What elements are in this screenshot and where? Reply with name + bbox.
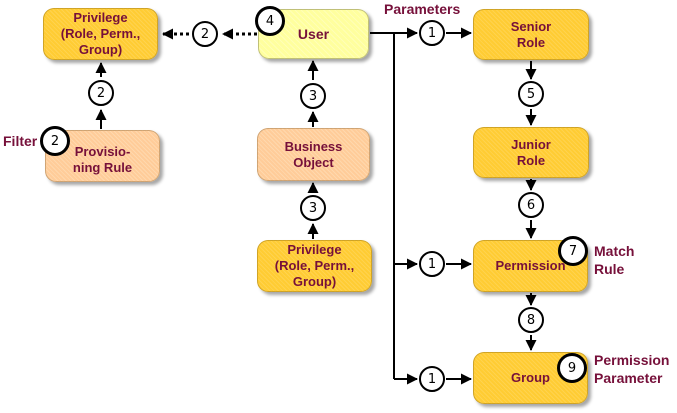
label-permission-parameter-line: Parameter — [594, 370, 663, 386]
badge-junior-to-permission-6: 6 — [518, 192, 544, 218]
badge-user-4: 4 — [255, 6, 285, 36]
node-junior-role-label: Junior — [511, 136, 551, 152]
badge-user-to-senior-1: 1 — [419, 20, 445, 46]
node-privilege-top-label: Group) — [78, 42, 123, 57]
badge-permission-to-group-8: 8 — [518, 307, 544, 333]
badge-user-to-privilege-2: 2 — [192, 21, 218, 47]
label-match-rule-line: Rule — [594, 261, 625, 277]
label-permission-parameter-line: Permission — [594, 352, 670, 368]
label-match-rule-line: Match — [594, 243, 635, 259]
badge-senior-to-junior-5: 5 — [518, 81, 544, 107]
node-junior-role: Junior Role — [473, 127, 589, 178]
badge-privilege-to-bizobj-3: 3 — [300, 195, 326, 221]
node-privilege-bottom: Privilege (Role, Perm., Group) — [257, 240, 372, 292]
node-privilege-top-label: (Role, Perm., — [60, 26, 141, 41]
node-user-label: User — [297, 26, 330, 42]
node-permission: Permission — [473, 240, 588, 292]
badge-permission-parameter-9: 9 — [557, 353, 587, 383]
node-business-object: Business Object — [257, 128, 370, 181]
node-group-label: Group — [511, 370, 550, 385]
label-permission-parameter: Permission Parameter — [594, 351, 669, 387]
label-parameters: Parameters — [384, 1, 461, 17]
badge-user-to-group-1: 1 — [419, 366, 445, 392]
node-provisioning-rule-label: ning Rule — [72, 159, 133, 175]
node-privilege-top-label: Privilege — [73, 10, 128, 25]
node-privilege-bottom-label: (Role, Perm., — [274, 258, 355, 273]
node-privilege-bottom-label: Privilege — [287, 242, 342, 257]
badge-filter-2: 2 — [40, 126, 70, 156]
node-privilege-top: Privilege (Role, Perm., Group) — [43, 8, 158, 60]
node-senior-role-label: Senior — [510, 18, 552, 34]
node-privilege-bottom-label: Group) — [292, 274, 337, 289]
node-provisioning-rule: Provisio- ning Rule — [45, 130, 160, 182]
badge-user-to-permission-1: 1 — [419, 251, 445, 277]
label-filter: Filter — [3, 133, 38, 149]
node-business-object-label: Business — [284, 138, 343, 154]
node-provisioning-rule-label: Provisio- — [74, 143, 131, 159]
node-senior-role-label: Role — [516, 34, 546, 50]
node-junior-role-label: Role — [516, 152, 546, 168]
badge-bizobj-to-user-3: 3 — [300, 83, 326, 109]
node-senior-role: Senior Role — [473, 9, 589, 60]
label-match-rule: Match Rule — [594, 242, 634, 278]
badge-match-rule-7: 7 — [558, 236, 588, 266]
node-business-object-label: Object — [293, 154, 334, 170]
badge-prov-to-privilege-2: 2 — [88, 80, 114, 106]
node-permission-label: Permission — [495, 258, 566, 273]
